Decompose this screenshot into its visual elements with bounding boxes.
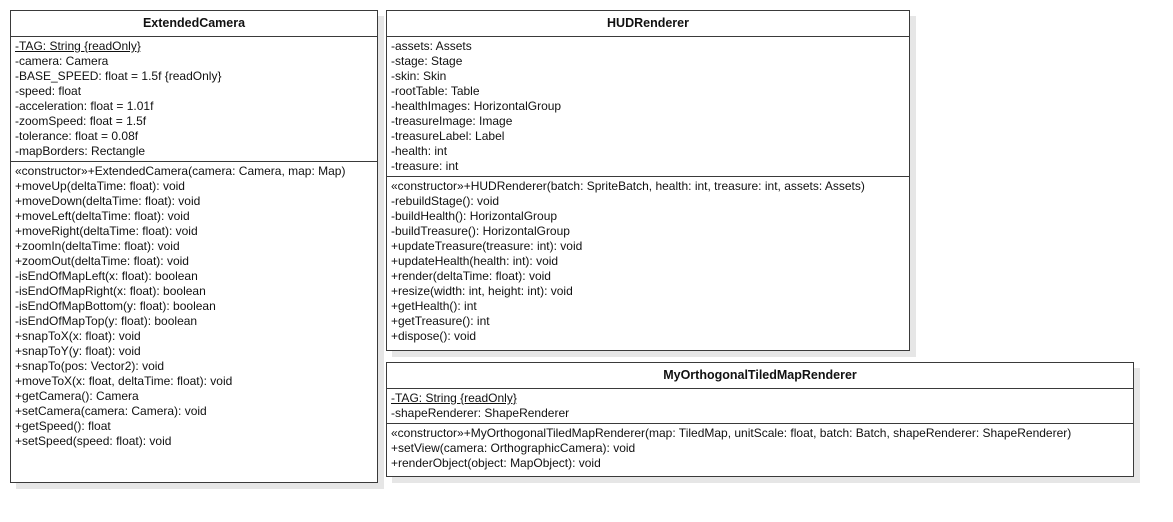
attributes-compartment: -assets: Assets-stage: Stage-skin: Skin-… (387, 37, 909, 176)
attribute-line: -mapBorders: Rectangle (15, 144, 146, 158)
operation-line: «constructor»+HUDRenderer(batch: SpriteB… (391, 179, 865, 193)
operation-line: -buildTreasure(): HorizontalGroup (391, 224, 570, 238)
attribute-line: -shapeRenderer: ShapeRenderer (391, 406, 570, 420)
operation-line: -buildHealth(): HorizontalGroup (391, 209, 558, 223)
class-name: ExtendedCamera (11, 11, 377, 37)
attributes-compartment: -TAG: String {readOnly}-shapeRenderer: S… (387, 389, 1133, 423)
operation-line: -rebuildStage(): void (391, 194, 500, 208)
class-box-my-orthogonal-tiled-map-renderer[interactable]: MyOrthogonalTiledMapRenderer -TAG: Strin… (386, 362, 1134, 477)
class-box-extended-camera[interactable]: ExtendedCamera -TAG: String {readOnly}-c… (10, 10, 378, 483)
attribute-line: -speed: float (15, 84, 82, 98)
operation-line: +resize(width: int, height: int): void (391, 284, 573, 298)
operations-compartment: «constructor»+HUDRenderer(batch: SpriteB… (387, 176, 909, 346)
attribute-line: -camera: Camera (15, 54, 109, 68)
operation-line: +moveToX(x: float, deltaTime: float): vo… (15, 374, 233, 388)
operation-line: +getTreasure(): int (391, 314, 490, 328)
operation-line: +moveLeft(deltaTime: float): void (15, 209, 190, 223)
operation-line: +setView(camera: OrthographicCamera): vo… (391, 441, 636, 455)
operation-line: -isEndOfMapRight(x: float): boolean (15, 284, 206, 298)
attribute-line: -acceleration: float = 1.01f (15, 99, 154, 113)
attribute-line: -health: int (391, 144, 448, 158)
operation-line: «constructor»+ExtendedCamera(camera: Cam… (15, 164, 346, 178)
attribute-line: -skin: Skin (391, 69, 447, 83)
attribute-line: -healthImages: HorizontalGroup (391, 99, 562, 113)
operation-line: +zoomOut(deltaTime: float): void (15, 254, 189, 268)
operation-line: +getHealth(): int (391, 299, 477, 313)
attribute-line: -rootTable: Table (391, 84, 480, 98)
attribute-line: -TAG: String {readOnly} (15, 39, 141, 53)
attribute-line: -BASE_SPEED: float = 1.5f {readOnly} (15, 69, 222, 83)
class-box-hud-renderer[interactable]: HUDRenderer -assets: Assets-stage: Stage… (386, 10, 910, 351)
operation-line: +renderObject(object: MapObject): void (391, 456, 601, 470)
attribute-line: -treasureLabel: Label (391, 129, 505, 143)
attribute-line: -treasureImage: Image (391, 114, 513, 128)
attribute-line: -stage: Stage (391, 54, 463, 68)
operations-compartment: «constructor»+ExtendedCamera(camera: Cam… (11, 161, 377, 451)
operation-line: +zoomIn(deltaTime: float): void (15, 239, 180, 253)
operation-line: -isEndOfMapTop(y: float): boolean (15, 314, 198, 328)
attribute-line: -treasure: int (391, 159, 459, 173)
operation-line: +render(deltaTime: float): void (391, 269, 551, 283)
operation-line: +moveDown(deltaTime: float): void (15, 194, 201, 208)
class-name: HUDRenderer (387, 11, 909, 37)
operation-line: +getCamera(): Camera (15, 389, 139, 403)
operation-line: +snapToX(x: float): void (15, 329, 141, 343)
class-name: MyOrthogonalTiledMapRenderer (387, 363, 1133, 389)
attributes-compartment: -TAG: String {readOnly}-camera: Camera-B… (11, 37, 377, 161)
attribute-line: -assets: Assets (391, 39, 472, 53)
operation-line: -isEndOfMapBottom(y: float): boolean (15, 299, 216, 313)
attribute-line: -tolerance: float = 0.08f (15, 129, 139, 143)
operations-compartment: «constructor»+MyOrthogonalTiledMapRender… (387, 423, 1133, 473)
attribute-line: -TAG: String {readOnly} (391, 391, 517, 405)
operation-line: +updateTreasure(treasure: int): void (391, 239, 583, 253)
operation-line: +snapToY(y: float): void (15, 344, 141, 358)
operation-line: +dispose(): void (391, 329, 477, 343)
operation-line: +setSpeed(speed: float): void (15, 434, 172, 448)
operation-line: +snapTo(pos: Vector2): void (15, 359, 165, 373)
attribute-line: -zoomSpeed: float = 1.5f (15, 114, 147, 128)
operation-line: +setCamera(camera: Camera): void (15, 404, 207, 418)
operation-line: +moveUp(deltaTime: float): void (15, 179, 185, 193)
operation-line: -isEndOfMapLeft(x: float): boolean (15, 269, 198, 283)
operation-line: «constructor»+MyOrthogonalTiledMapRender… (391, 426, 1072, 440)
operation-line: +moveRight(deltaTime: float): void (15, 224, 198, 238)
operation-line: +getSpeed(): float (15, 419, 111, 433)
operation-line: +updateHealth(health: int): void (391, 254, 559, 268)
